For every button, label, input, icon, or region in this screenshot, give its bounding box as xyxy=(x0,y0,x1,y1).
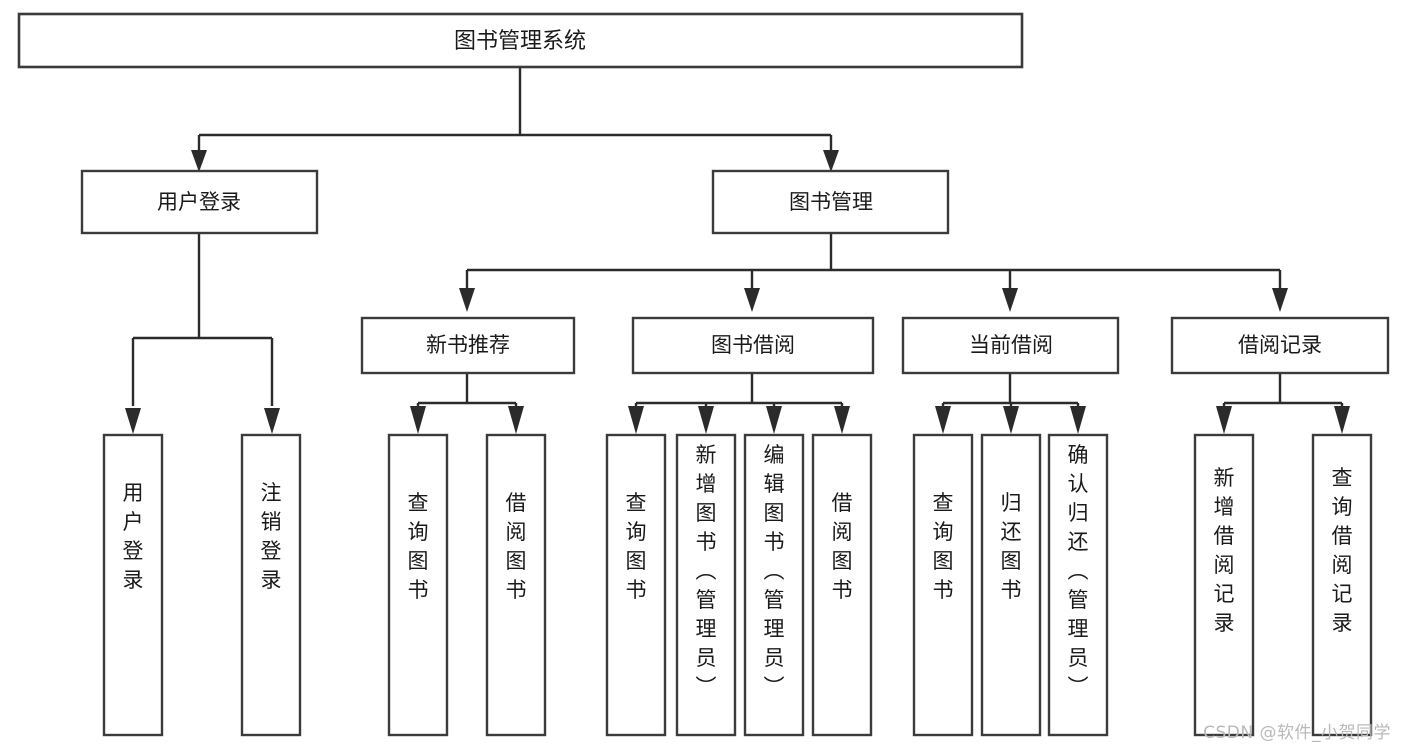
node-leaf-query-book-3-box[interactable] xyxy=(912,433,974,737)
node-leaf-add-record-label: 新增借阅记录 xyxy=(1214,466,1235,635)
node-leaf-user-login-box[interactable] xyxy=(102,433,164,737)
node-leaf-add-book-label: 新增图书︵管理员︶ xyxy=(696,443,717,699)
node-leaf-logout-login-box[interactable] xyxy=(240,433,302,737)
arrowhead-leaf-query-record xyxy=(1334,406,1350,434)
node-leaf-borrow-book-1-box[interactable] xyxy=(485,433,547,737)
arrowhead-leaf-user-login xyxy=(125,408,141,434)
node-leaf-return-book[interactable]: 归还图书 xyxy=(980,433,1042,737)
arrowhead-new-book-recommend xyxy=(459,288,475,312)
arrowhead-leaf-edit-book xyxy=(766,406,782,434)
node-current-borrow-box[interactable] xyxy=(901,316,1120,375)
node-leaf-query-record-label: 查询借阅记录 xyxy=(1332,466,1353,635)
node-leaf-confirm-return-label: 确认归还︵管理员︶ xyxy=(1068,443,1089,699)
node-book-borrow-label: 图书借阅 xyxy=(711,333,795,357)
arrowhead-leaf-query-book-3 xyxy=(935,406,951,434)
node-leaf-query-book-3-label: 查询图书 xyxy=(933,491,954,602)
node-leaf-borrow-book-2-label: 借阅图书 xyxy=(832,491,853,602)
node-borrow-record-label: 借阅记录 xyxy=(1238,333,1322,357)
node-leaf-query-book-2[interactable]: 查询图书 xyxy=(605,433,667,737)
node-leaf-user-login-label: 用户登录 xyxy=(123,481,144,592)
node-leaf-query-book-1[interactable]: 查询图书 xyxy=(387,433,449,737)
node-borrow-record[interactable]: 借阅记录 xyxy=(1170,316,1390,375)
node-leaf-borrow-book-2[interactable]: 借阅图书 xyxy=(811,433,873,737)
arrowhead-user-login xyxy=(191,150,207,172)
node-leaf-borrow-book-1[interactable]: 借阅图书 xyxy=(485,433,547,737)
arrowhead-leaf-confirm-return xyxy=(1070,406,1086,434)
node-leaf-query-book-3[interactable]: 查询图书 xyxy=(912,433,974,737)
arrowhead-leaf-borrow-book-1 xyxy=(508,406,524,434)
node-leaf-user-login[interactable]: 用户登录 xyxy=(102,433,164,737)
node-current-borrow[interactable]: 当前借阅 xyxy=(901,316,1120,375)
arrowhead-borrow-record xyxy=(1272,288,1288,312)
node-leaf-add-record-box[interactable] xyxy=(1193,433,1255,737)
node-leaf-edit-book[interactable]: 编辑图书︵管理员︶ xyxy=(743,433,805,737)
arrowhead-book-management xyxy=(823,150,839,172)
node-leaf-add-book-box[interactable] xyxy=(675,433,737,737)
node-current-borrow-label: 当前借阅 xyxy=(969,333,1053,357)
node-new-book-recommend-label: 新书推荐 xyxy=(426,333,510,357)
node-leaf-query-record-box[interactable] xyxy=(1311,433,1373,737)
node-leaf-edit-book-box[interactable] xyxy=(743,433,805,737)
node-user-login[interactable]: 用户登录 xyxy=(80,169,319,235)
arrowhead-leaf-add-record xyxy=(1216,406,1232,434)
node-leaf-query-book-2-label: 查询图书 xyxy=(626,491,647,602)
node-root-box[interactable] xyxy=(17,12,1024,69)
node-leaf-confirm-return[interactable]: 确认归还︵管理员︶ xyxy=(1047,433,1109,737)
node-leaf-query-book-2-box[interactable] xyxy=(605,433,667,737)
node-book-borrow[interactable]: 图书借阅 xyxy=(631,316,875,375)
node-leaf-add-record[interactable]: 新增借阅记录 xyxy=(1193,433,1255,737)
node-leaf-borrow-book-2-box[interactable] xyxy=(811,433,873,737)
node-leaf-query-book-1-label: 查询图书 xyxy=(408,491,429,602)
node-book-management-box[interactable] xyxy=(711,169,950,235)
arrowhead-leaf-query-book-1 xyxy=(410,406,426,434)
csdn-watermark: CSDN @软件_小贺同学 xyxy=(1203,723,1391,743)
connector-layer xyxy=(125,67,1350,434)
arrowhead-leaf-add-book xyxy=(698,406,714,434)
node-leaf-return-book-label: 归还图书 xyxy=(1001,491,1022,602)
arrowhead-leaf-return-book xyxy=(1003,406,1019,434)
node-leaf-edit-book-label: 编辑图书︵管理员︶ xyxy=(764,443,785,699)
node-root-label: 图书管理系统 xyxy=(454,29,586,54)
node-leaf-borrow-book-1-label: 借阅图书 xyxy=(506,491,527,602)
arrowhead-current-borrow xyxy=(1002,288,1018,312)
node-leaf-logout-login[interactable]: 注销登录 xyxy=(240,433,302,737)
node-leaf-confirm-return-box[interactable] xyxy=(1047,433,1109,737)
node-user-login-box[interactable] xyxy=(80,169,319,235)
node-book-management[interactable]: 图书管理 xyxy=(711,169,950,235)
node-leaf-query-record[interactable]: 查询借阅记录 xyxy=(1311,433,1373,737)
node-leaf-return-book-box[interactable] xyxy=(980,433,1042,737)
arrowhead-leaf-query-book-2 xyxy=(628,406,644,434)
arrowhead-leaf-borrow-book-2 xyxy=(834,406,850,434)
arrowhead-leaf-logout-login xyxy=(264,408,280,434)
node-book-borrow-box[interactable] xyxy=(631,316,875,375)
node-leaf-logout-login-label: 注销登录 xyxy=(261,481,282,592)
node-new-book-recommend[interactable]: 新书推荐 xyxy=(360,316,576,375)
arrowhead-book-borrow xyxy=(744,288,760,312)
node-leaf-add-book[interactable]: 新增图书︵管理员︶ xyxy=(675,433,737,737)
node-book-management-label: 图书管理 xyxy=(789,190,873,214)
node-user-login-label: 用户登录 xyxy=(157,190,241,214)
node-new-book-recommend-box[interactable] xyxy=(360,316,576,375)
node-leaf-query-book-1-box[interactable] xyxy=(387,433,449,737)
node-root[interactable]: 图书管理系统 xyxy=(17,12,1024,69)
node-borrow-record-box[interactable] xyxy=(1170,316,1390,375)
